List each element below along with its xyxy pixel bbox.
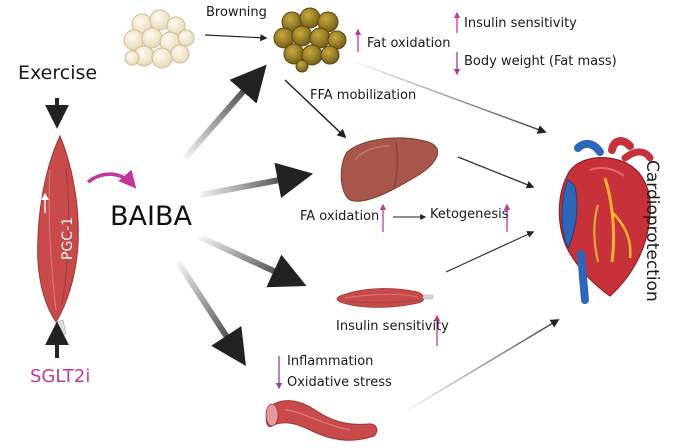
oxidative-stress-label: Oxidative stress — [287, 375, 392, 390]
muscle-to-baiba-arrow — [86, 169, 137, 189]
muscle-to-heart-arrow — [445, 231, 535, 273]
baiba-label: BAIBA — [110, 201, 192, 232]
sglt2i-label: SGLT2i — [30, 366, 91, 387]
browning-arrow — [204, 34, 268, 42]
exercise-label: Exercise — [18, 62, 98, 84]
fa-oxidation-label: FA oxidation — [300, 209, 380, 224]
body-weight-label: Body weight (Fat mass) — [464, 54, 617, 69]
insulin-sensitivity-label: Insulin sensitivity — [464, 16, 577, 31]
liver-icon — [340, 137, 439, 202]
baiba-to-muscle-arrow — [198, 234, 307, 288]
white-fat-cluster-icon — [123, 9, 195, 69]
baiba-to-brown-fat-arrow — [182, 64, 267, 160]
blood-vessel-icon — [265, 400, 378, 441]
brown-fat-to-heart-arrow — [354, 61, 547, 134]
ffa-mobilization-arrow — [284, 79, 347, 139]
brown-fat-cluster-icon — [273, 7, 347, 73]
inflammation-label: Inflammation — [287, 354, 374, 369]
muscle-fiber-icon — [336, 288, 434, 308]
heart-icon — [558, 137, 654, 304]
cardioprotection-label: Cardioprotection — [642, 160, 662, 302]
ffa-mobilization-label: FFA mobilization — [310, 88, 417, 103]
liver-to-heart-arrow — [457, 156, 535, 189]
baiba-to-liver-arrow — [199, 162, 314, 199]
baiba-to-vessel-arrow — [175, 260, 246, 367]
vessel-to-heart-arrow — [407, 319, 560, 411]
browning-label: Browning — [206, 5, 267, 20]
fat-oxidation-label: Fat oxidation — [367, 36, 451, 51]
pgc1-label: PGC-1 — [60, 216, 76, 260]
muscle-insulin-sensitivity-label: Insulin sensitivity — [336, 319, 449, 334]
ketogenesis-label: Ketogenesis — [430, 207, 509, 222]
